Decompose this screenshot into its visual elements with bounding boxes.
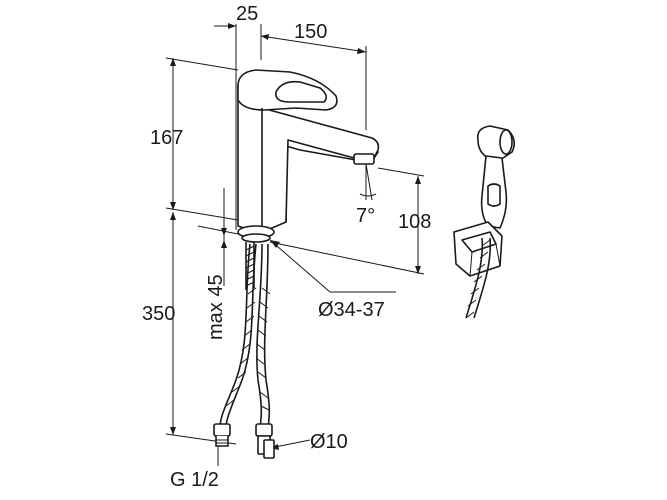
dim-hose-diameter: Ø10 (310, 431, 348, 453)
dim-reach: 150 (294, 21, 327, 43)
dim-height-upper: 167 (150, 127, 183, 149)
hand-shower (453, 125, 516, 319)
dimension-labels: 25 150 167 7° 108 max 45 350 Ø34-37 Ø10 … (142, 3, 431, 491)
dim-tail-length: 350 (142, 303, 175, 325)
dim-offset-top: 25 (236, 3, 258, 25)
dim-spout-height: 108 (398, 211, 431, 233)
faucet-body (237, 69, 380, 290)
dim-angle: 7° (356, 205, 375, 227)
dim-thread: G 1/2 (170, 469, 219, 491)
dim-hole-diameter: Ø34-37 (318, 299, 385, 321)
supply-hoses (213, 243, 275, 459)
dim-mount-max: max 45 (205, 274, 227, 340)
